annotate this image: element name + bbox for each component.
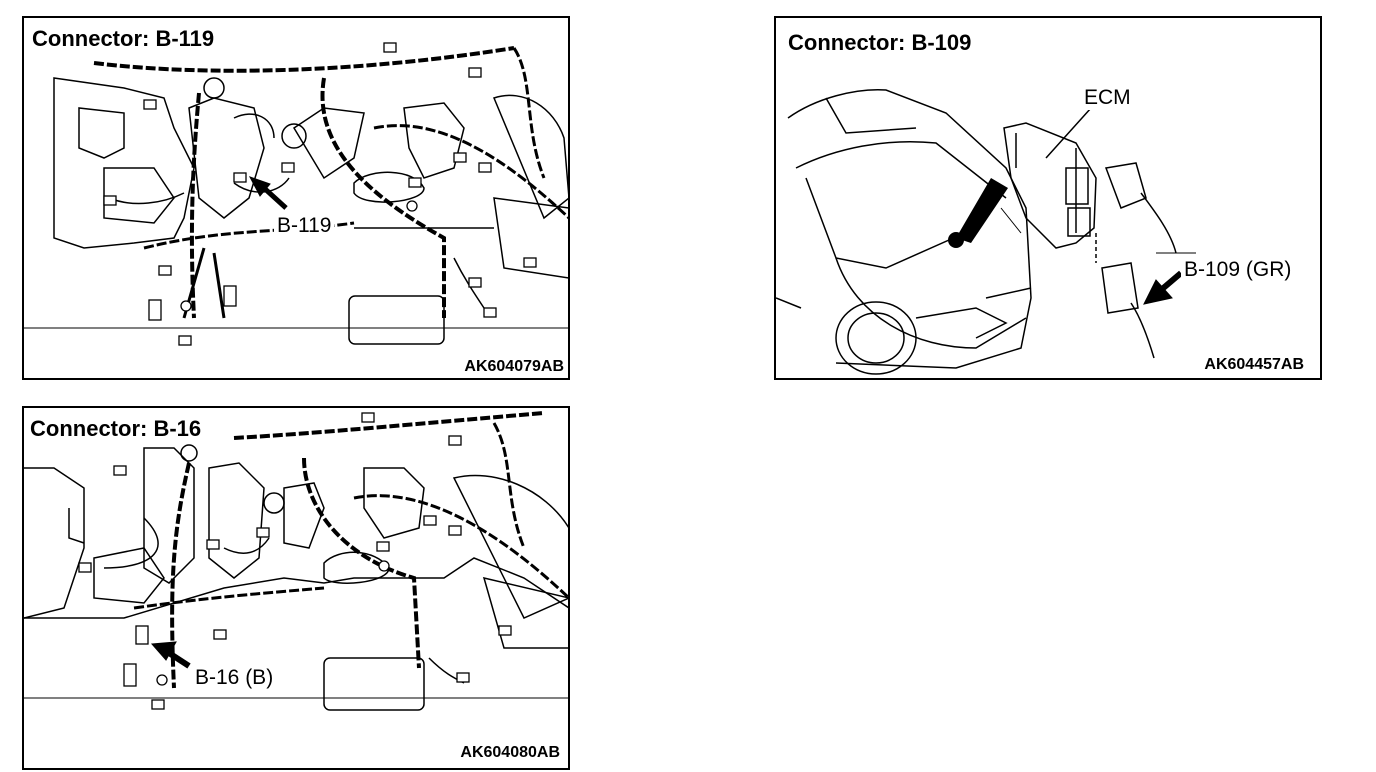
pointer-arrow (150, 641, 191, 669)
vehicle-ecm-illustration (776, 89, 1196, 375)
connector-callout: B-119 (274, 214, 335, 238)
figure-code: AK604457AB (1202, 356, 1306, 374)
pointer-arrow (248, 176, 288, 210)
ecm-callout: ECM (1081, 86, 1134, 110)
connector-callout: B-109 (GR) (1181, 258, 1295, 282)
figure-code: AK604079AB (462, 358, 566, 376)
panel-title: Connector: B-119 (28, 26, 219, 52)
panel-b16: Connector: B-16 B-16 (B) AK604080AB (22, 406, 570, 770)
panel-title: Connector: B-109 (784, 30, 976, 56)
panel-b119: Connector: B-119 B-119 AK604079AB (22, 16, 570, 380)
panel-title: Connector: B-16 (26, 416, 206, 442)
pointer-arrow (1143, 270, 1183, 305)
figure-code: AK604080AB (458, 744, 562, 762)
engine-harness-illustration (24, 42, 568, 346)
connector-callout: B-16 (B) (192, 666, 277, 690)
engine-harness-illustration (24, 411, 568, 711)
panel-b109: Connector: B-109 ECM B-109 (GR) AK604457… (774, 16, 1322, 380)
